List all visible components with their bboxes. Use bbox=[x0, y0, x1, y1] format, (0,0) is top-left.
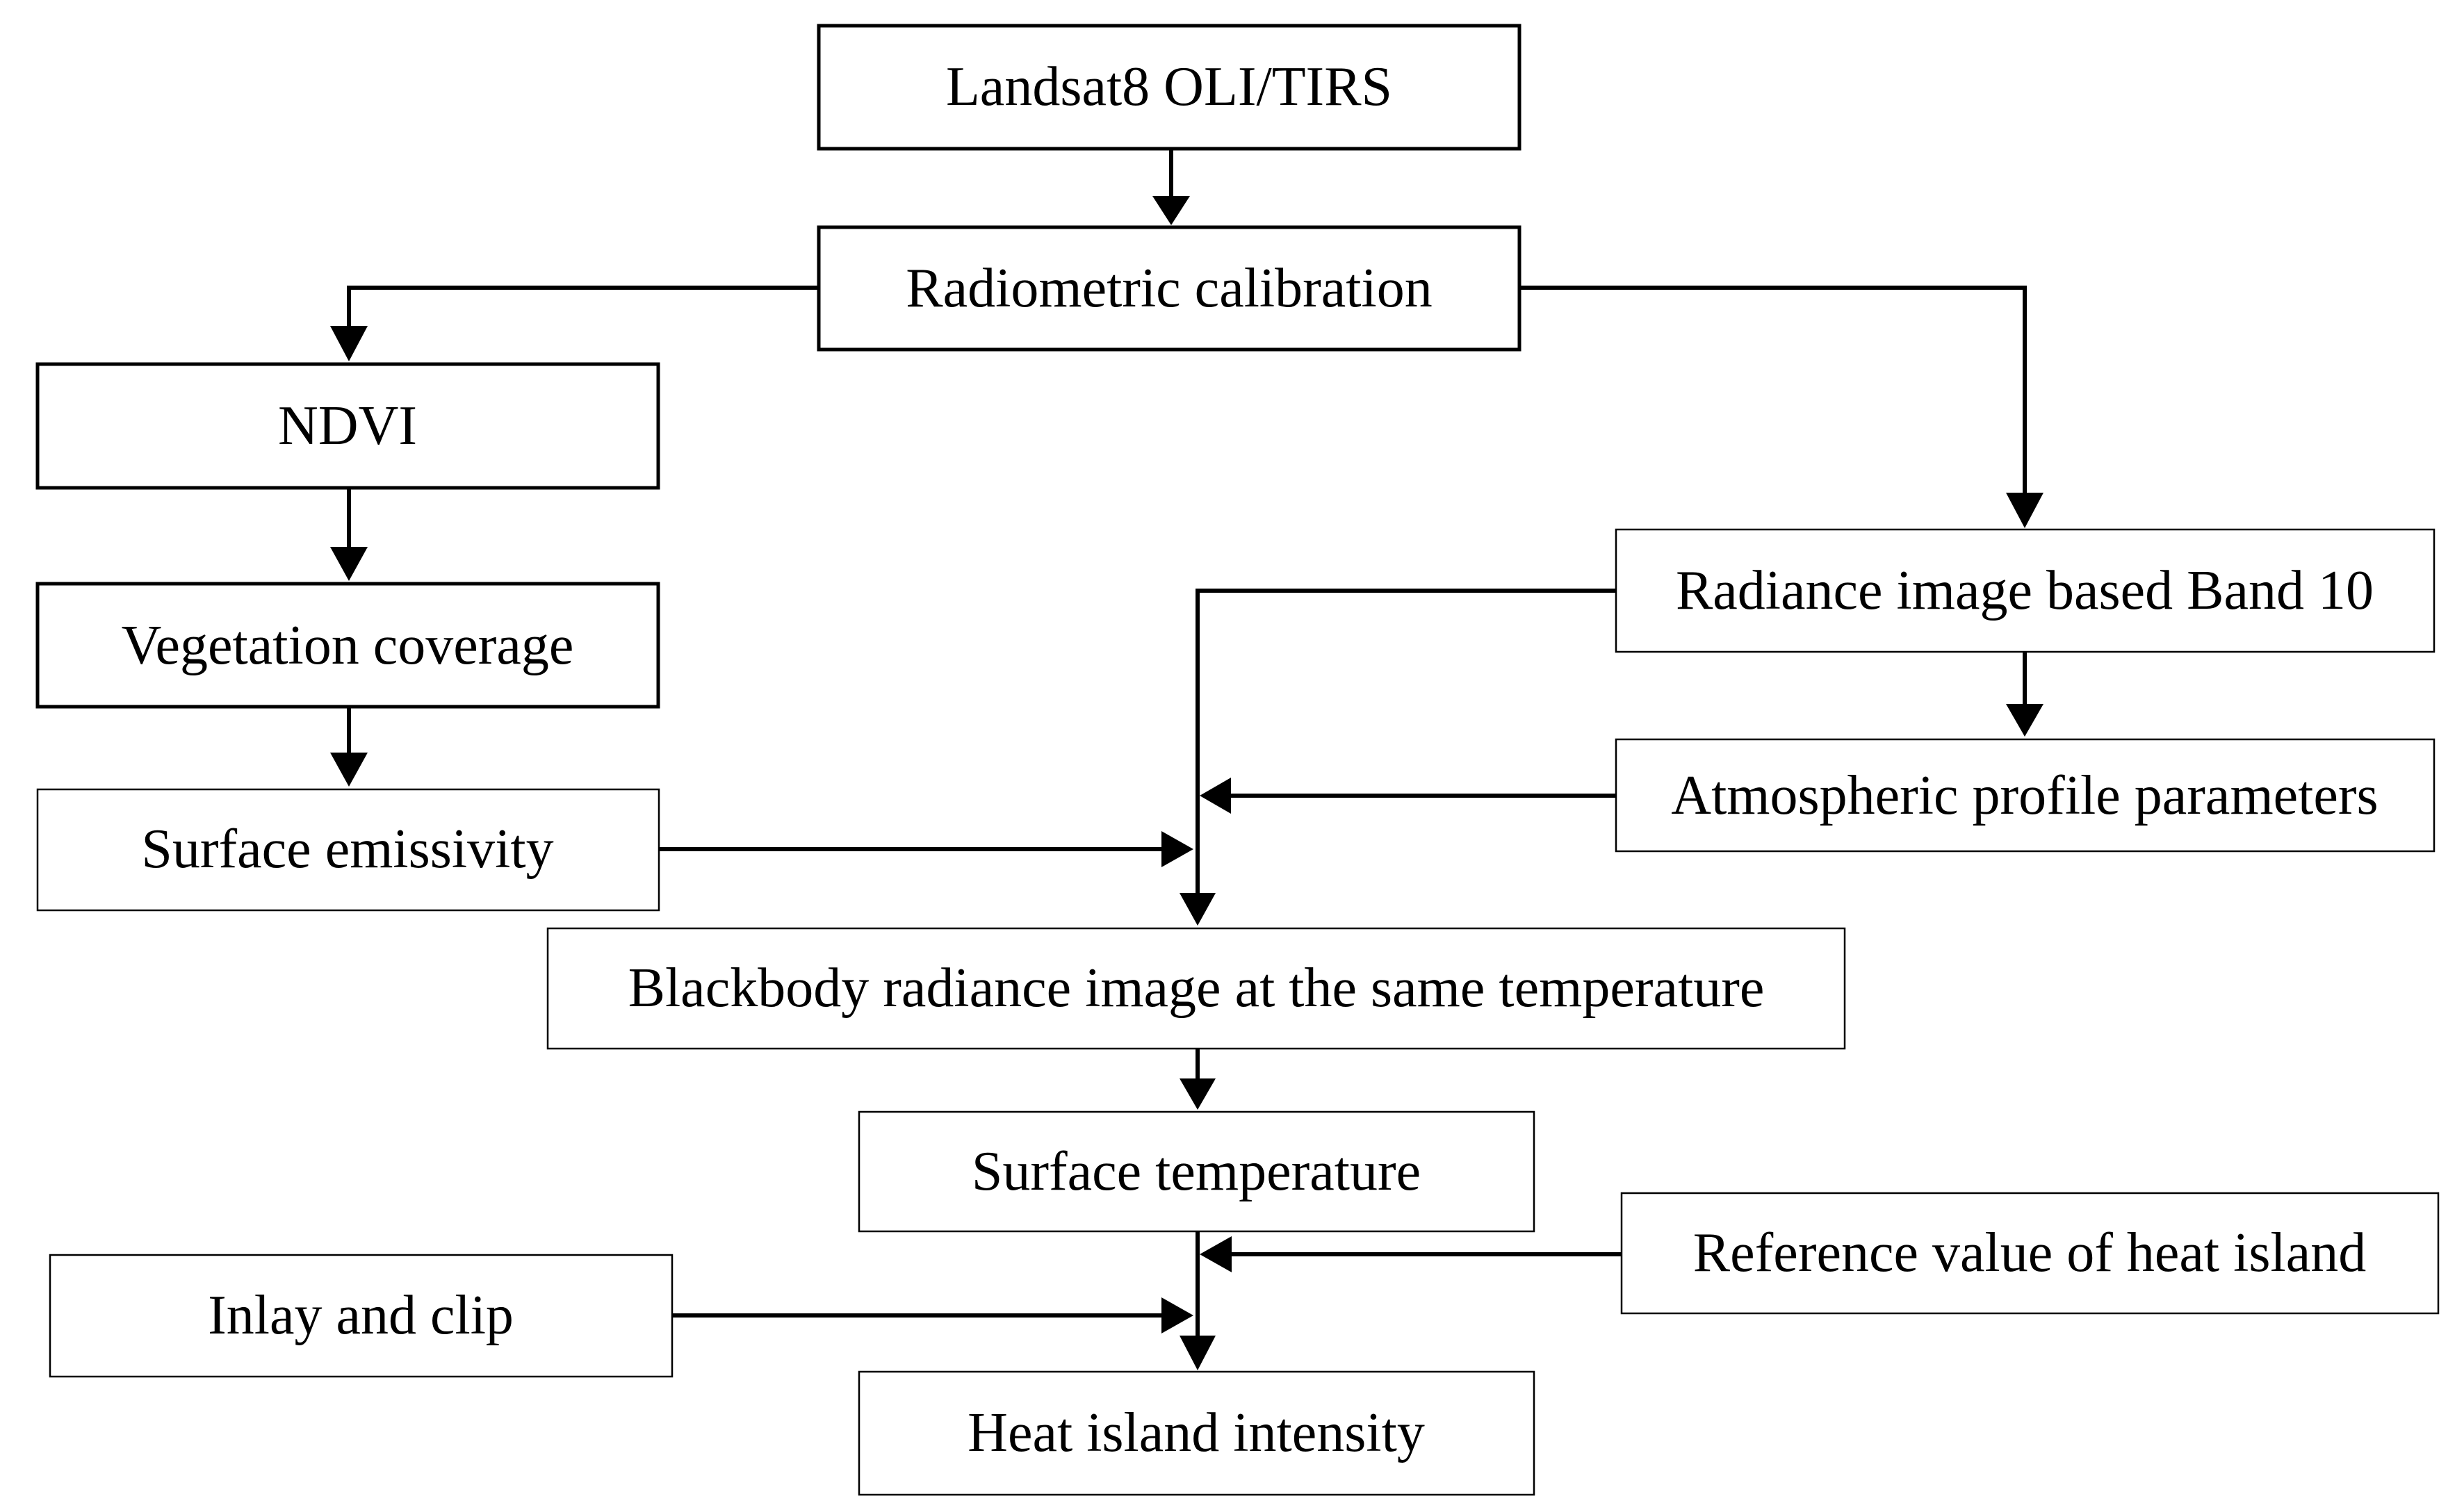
arrowhead-ndvi bbox=[330, 326, 368, 361]
arrowhead-surface-temp bbox=[1180, 1078, 1216, 1110]
node-ndvi: NDVI bbox=[35, 362, 660, 490]
node-radiance-band10: Radiance image based Band 10 bbox=[1615, 528, 2436, 653]
arrowhead-band10 bbox=[2006, 493, 2043, 528]
node-surface-emissivity: Surface emissivity bbox=[36, 788, 660, 912]
node-landsat: Landsat8 OLI/TIRS bbox=[817, 24, 1521, 151]
arrowhead-emissivity bbox=[330, 753, 368, 787]
edge-band10-to-blackbody bbox=[1196, 589, 1616, 895]
node-blackbody-label: Blackbody radiance image at the same tem… bbox=[628, 958, 1765, 1019]
arrowhead-inlay-trunk bbox=[1161, 1297, 1193, 1333]
node-blackbody-radiance: Blackbody radiance image at the same tem… bbox=[546, 927, 1846, 1050]
arrowhead-heat-island bbox=[1180, 1336, 1216, 1370]
arrowhead-emissivity-trunk bbox=[1161, 831, 1193, 867]
node-heat-island-intensity: Heat island intensity bbox=[858, 1370, 1535, 1496]
arrowhead-radiometric bbox=[1152, 196, 1190, 225]
node-surface-temperature: Surface temperature bbox=[858, 1110, 1535, 1233]
node-reference-label: Reference value of heat island bbox=[1693, 1222, 2366, 1283]
arrowhead-atmospheric-trunk bbox=[1200, 778, 1231, 814]
node-inlay-clip: Inlay and clip bbox=[49, 1254, 674, 1378]
node-atmospheric-label: Atmospheric profile parameters bbox=[1671, 765, 2378, 826]
node-inlay-label: Inlay and clip bbox=[208, 1285, 514, 1346]
node-ndvi-label: NDVI bbox=[278, 395, 417, 457]
arrowhead-reference-trunk bbox=[1200, 1236, 1232, 1272]
node-radiometric-label: Radiometric calibration bbox=[906, 258, 1433, 319]
node-atmospheric-parameters: Atmospheric profile parameters bbox=[1615, 738, 2436, 853]
arrowhead-blackbody bbox=[1180, 893, 1216, 926]
node-emissivity-label: Surface emissivity bbox=[141, 819, 553, 880]
node-radiometric-calibration: Radiometric calibration bbox=[817, 225, 1521, 352]
node-surface-temp-label: Surface temperature bbox=[972, 1141, 1421, 1202]
edges bbox=[330, 149, 2043, 1370]
edge-radiometric-to-ndvi bbox=[347, 286, 819, 328]
arrowhead-atmospheric bbox=[2006, 704, 2043, 737]
node-heat-island-label: Heat island intensity bbox=[968, 1402, 1425, 1463]
arrowhead-vegetation bbox=[330, 547, 368, 581]
node-vegetation-label: Vegetation coverage bbox=[122, 615, 574, 676]
node-radiance-band10-label: Radiance image based Band 10 bbox=[1676, 560, 2374, 621]
node-landsat-label: Landsat8 OLI/TIRS bbox=[946, 56, 1392, 117]
edge-radiometric-to-band10 bbox=[1519, 286, 2027, 495]
node-vegetation-coverage: Vegetation coverage bbox=[35, 582, 660, 709]
node-reference-value: Reference value of heat island bbox=[1620, 1192, 2440, 1315]
